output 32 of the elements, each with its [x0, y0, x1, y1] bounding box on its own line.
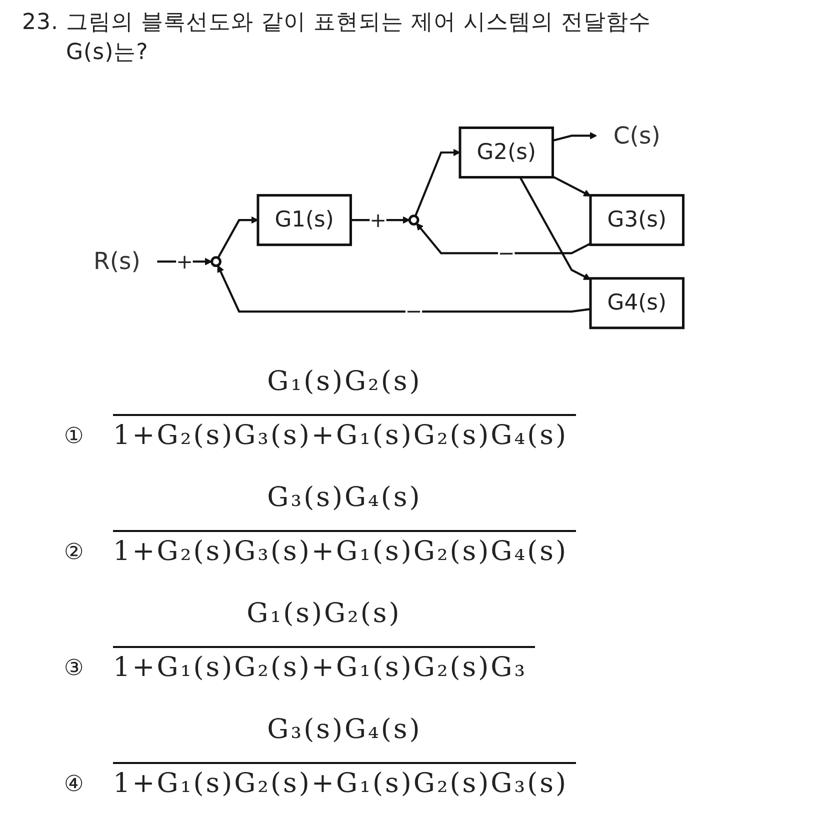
option-number: ②: [64, 540, 86, 565]
edge-label: +: [370, 208, 386, 232]
numerator: G₃(s)G₄(s): [267, 714, 422, 745]
numerator: G₃(s)G₄(s): [267, 482, 422, 513]
node-circle: [210, 256, 222, 268]
arrow: [552, 132, 597, 142]
node-text: C(s): [613, 122, 660, 150]
node-circle: [408, 214, 420, 226]
arrow: [519, 176, 591, 280]
numerator: G₁(s)G₂(s): [267, 366, 422, 397]
arrow: [414, 149, 460, 217]
arrow: [416, 223, 591, 254]
node-box: G2(s): [458, 126, 554, 179]
numerator: G₁(s)G₂(s): [246, 598, 402, 629]
denominator: 1+G₁(s)G₂(s)+G₁(s)G₂(s)G₃: [113, 646, 536, 683]
edge-label: −: [405, 300, 422, 324]
option-number: ①: [64, 424, 86, 449]
node-text: R(s): [94, 248, 140, 276]
edge-label: −: [498, 242, 515, 266]
arrow: [552, 176, 591, 197]
edge-label: +: [176, 250, 193, 274]
question-text: 23. 그림의 블록선도와 같이 표현되는 제어 시스템의 전달함수 G(s)는?: [22, 9, 652, 67]
denominator: 1+G₂(s)G₃(s)+G₁(s)G₂(s)G₄(s): [113, 530, 576, 567]
denominator: 1+G₁(s)G₂(s)+G₁(s)G₂(s)G₃(s): [113, 762, 576, 799]
node-box: G4(s): [589, 277, 684, 330]
node-box: G3(s): [589, 194, 684, 246]
arrow: [217, 216, 258, 259]
denominator: 1+G₂(s)G₃(s)+G₁(s)G₂(s)G₄(s): [113, 414, 576, 451]
arrow: [217, 265, 591, 313]
node-box: G1(s): [256, 194, 352, 246]
option-number: ④: [64, 772, 86, 797]
option-number: ③: [64, 656, 86, 681]
